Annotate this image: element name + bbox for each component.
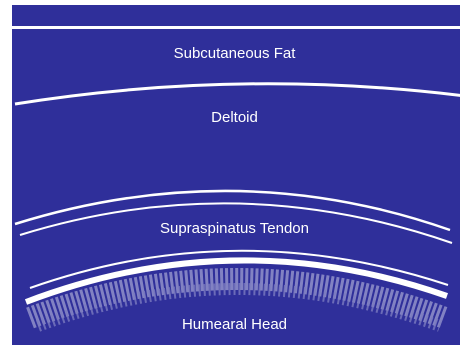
skin-line <box>12 26 460 29</box>
label-deltoid: Deltoid <box>0 109 469 126</box>
label-supraspinatus-tendon: Supraspinatus Tendon <box>0 220 469 237</box>
label-subcutaneous-fat: Subcutaneous Fat <box>0 45 469 62</box>
label-humeral-head: Humearal Head <box>0 316 469 333</box>
